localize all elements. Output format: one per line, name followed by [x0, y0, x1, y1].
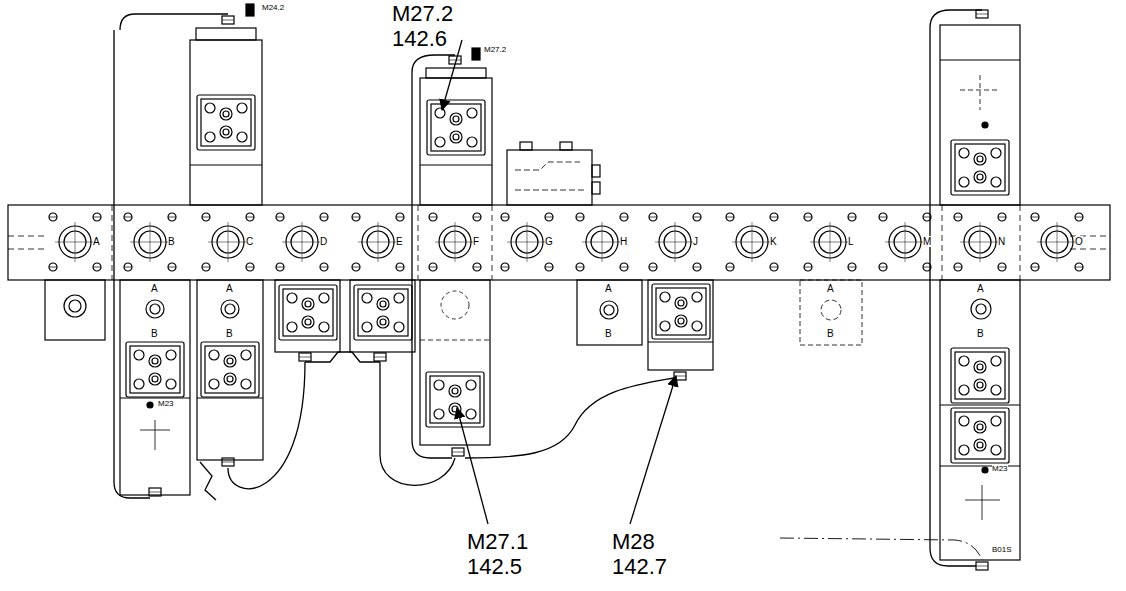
callout-number: M27.2 [392, 2, 453, 26]
section-lines [8, 205, 1110, 280]
valve-stack-a [45, 280, 105, 340]
part-label: M23 [158, 400, 174, 409]
port-letter: O [1075, 236, 1083, 247]
hydraulic-tubes [114, 10, 982, 566]
part-label: B [977, 328, 984, 339]
port-letter: A [93, 236, 100, 247]
port-letter: E [396, 236, 403, 247]
port-circles [49, 213, 1083, 271]
valve-stack-n [940, 280, 1020, 570]
port-letter: H [620, 236, 627, 247]
port-letter: J [693, 236, 698, 247]
part-label: B [151, 328, 158, 339]
callout-number: M27.1 [467, 530, 528, 554]
port-letter: G [545, 236, 553, 247]
part-label: B [827, 328, 834, 339]
valve-stack-c [197, 280, 263, 466]
port-letter: L [848, 236, 854, 247]
port-letter: N [998, 236, 1005, 247]
valve-stack-e [350, 280, 415, 361]
part-label: A [827, 283, 834, 294]
part-label: A [226, 283, 233, 294]
callout-number: 142.7 [612, 555, 667, 579]
part-label: M23 [992, 465, 1008, 474]
part-label: B01S [992, 546, 1012, 555]
part-label: A [151, 283, 158, 294]
port-letter: K [770, 236, 777, 247]
valve-stack-l [800, 280, 862, 345]
hidden-valve-block [507, 142, 600, 205]
callout-leaders [442, 40, 676, 524]
valve-stack-f-top [420, 48, 492, 205]
part-label: M24.2 [262, 4, 284, 13]
callout-number: 142.6 [392, 27, 447, 51]
port-letter: M [923, 236, 931, 247]
pilot-line [780, 538, 982, 560]
valve-stack-j [648, 280, 713, 380]
part-label: A [977, 283, 984, 294]
valve-stack-c-top [190, 4, 262, 205]
port-letter: D [320, 236, 327, 247]
part-label: B [605, 328, 612, 339]
part-label: M27.2 [484, 46, 506, 55]
valve-stack-f [420, 280, 490, 456]
port-letter: F [473, 236, 479, 247]
callout-number: 142.5 [467, 555, 522, 579]
port-letter: C [246, 236, 253, 247]
valve-stack-h [577, 280, 642, 345]
valve-stack-b [120, 280, 190, 496]
port-letter: B [168, 236, 175, 247]
manifold-bar [8, 205, 1110, 280]
valve-stack-n-top [940, 10, 1020, 205]
valve-stack-d [275, 280, 340, 361]
part-label: B [226, 328, 233, 339]
callout-number: M28 [612, 530, 655, 554]
part-label: A [605, 283, 612, 294]
